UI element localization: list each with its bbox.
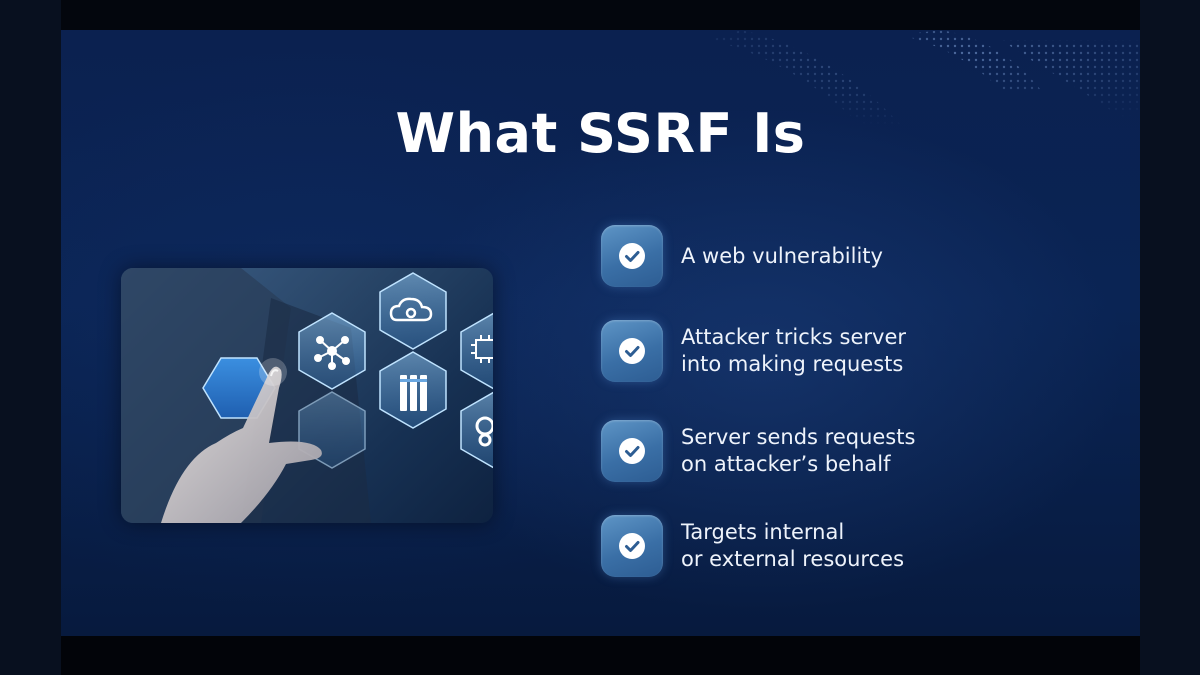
gears-icon [475, 416, 493, 447]
slide-title: What SSRF Is [395, 102, 806, 165]
bullet-line: A web vulnerability [681, 243, 883, 268]
network-icon [314, 336, 350, 370]
letterbox-top [61, 0, 1140, 30]
bullet-line: Targets internal [681, 520, 845, 544]
check-icon [625, 251, 640, 262]
bullet-line: Attacker tricks server [681, 325, 907, 349]
letterbox-right [1140, 0, 1200, 675]
server-icon [400, 375, 427, 411]
bullet-item-1: A web vulnerability [601, 225, 1101, 287]
check-icon [625, 446, 640, 457]
check-badge [601, 320, 663, 382]
bullet-line: on attacker’s behalf [681, 452, 891, 476]
check-icon [625, 541, 640, 552]
bullet-item-3: Server sends requests on attacker’s beha… [601, 420, 1101, 482]
bullet-line: Server sends requests [681, 425, 916, 449]
slide: What SSRF Is [61, 30, 1140, 636]
bullet-item-4: Targets internal or external resources [601, 515, 1101, 577]
bullet-list: A web vulnerability Attacker tricks serv… [601, 225, 1101, 585]
bullet-text: Targets internal or external resources [681, 515, 1101, 577]
chip-icon [471, 335, 493, 363]
letterbox-bottom [61, 636, 1140, 675]
cloud-gear-icon [389, 297, 433, 322]
bullet-text: Attacker tricks server into making reque… [681, 320, 1101, 382]
check-badge [601, 515, 663, 577]
check-badge [601, 420, 663, 482]
bullet-text: A web vulnerability [681, 225, 1101, 287]
dotted-map-decoration [711, 30, 1140, 130]
bullet-item-2: Attacker tricks server into making reque… [601, 320, 1101, 382]
check-icon [625, 346, 640, 357]
bullet-line: or external resources [681, 547, 905, 571]
bullet-text: Server sends requests on attacker’s beha… [681, 420, 1101, 482]
hexagon-tech-illustration [121, 268, 493, 523]
bullet-line: into making requests [681, 352, 904, 376]
check-badge [601, 225, 663, 287]
letterbox-left [0, 0, 61, 675]
